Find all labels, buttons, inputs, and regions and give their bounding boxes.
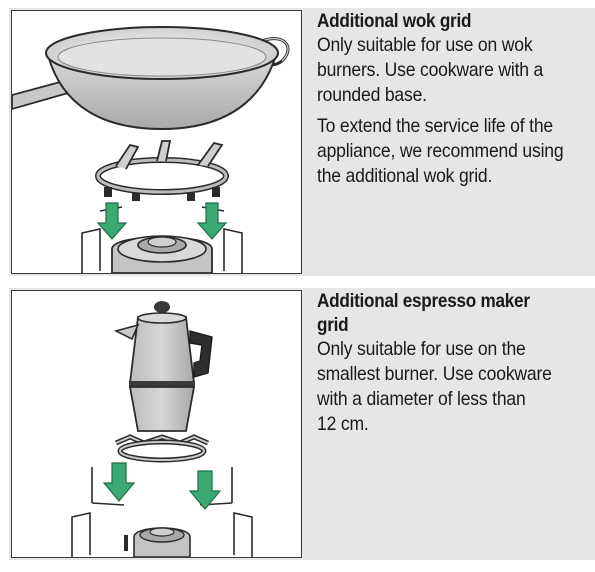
wok-on-grid-image	[12, 26, 290, 273]
espresso-grid-text: Additional espresso maker grid Only suit…	[317, 288, 589, 443]
paragraph: To extend the service life of the applia…	[317, 114, 587, 189]
text-line: appliance, we recommend using	[317, 140, 564, 162]
text-line: Only suitable for use on wok	[317, 34, 533, 56]
text-line: smallest burner. Use cookware	[317, 363, 552, 385]
title-line: Additional wok grid	[317, 10, 472, 32]
title-line: grid	[317, 314, 349, 336]
arrow-down-icon	[102, 462, 136, 502]
arrow-down-icon	[188, 470, 222, 510]
text-line: the additional wok grid.	[317, 165, 493, 187]
text-line: 12 cm.	[317, 413, 369, 435]
espresso-maker-on-grid-image	[71, 301, 253, 557]
wok-grid-text: Additional wok grid Only suitable for us…	[317, 8, 589, 195]
text-line: burners. Use cookware with a	[317, 59, 544, 81]
text-line: To extend the service life of the	[317, 115, 554, 137]
arrow-down-icon	[196, 202, 228, 240]
section-title: Additional espresso maker grid	[317, 288, 590, 337]
espresso-grid-section: Additional espresso maker grid Only suit…	[9, 288, 595, 560]
paragraph: Only suitable for use on wok burners. Us…	[317, 33, 587, 108]
arrow-down-icon	[96, 202, 128, 240]
paragraph: Only suitable for use on the smallest bu…	[317, 337, 587, 437]
wok-grid-illustration	[11, 10, 302, 274]
text-line: Only suitable for use on the	[317, 338, 526, 360]
text-line: with a diameter of less than	[317, 388, 526, 410]
wok-grid-section: Additional wok grid Only suitable for us…	[9, 8, 595, 276]
text-line: rounded base.	[317, 84, 427, 106]
section-title: Additional wok grid	[317, 8, 590, 33]
title-line: Additional espresso maker	[317, 290, 530, 312]
espresso-grid-illustration	[11, 290, 302, 558]
